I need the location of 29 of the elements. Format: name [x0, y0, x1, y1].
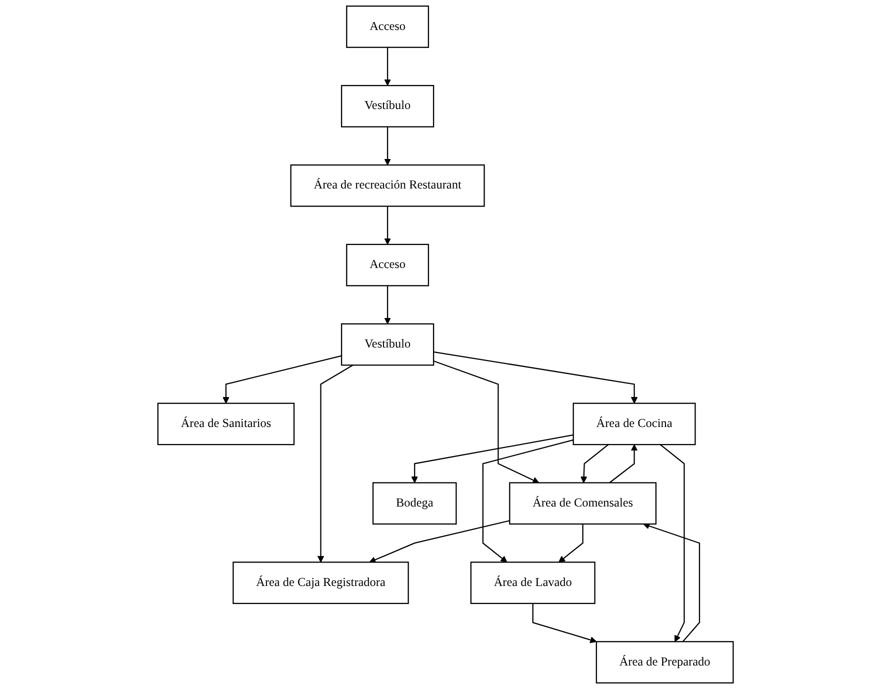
arrow: [318, 364, 354, 562]
arrow: [610, 444, 638, 484]
arrow: [223, 355, 342, 404]
node-box: Área de Sanitarios: [158, 402, 296, 446]
arrow: [532, 603, 598, 644]
arrow: [660, 444, 686, 642]
arrow: [580, 444, 610, 484]
arrow: [384, 206, 392, 245]
arrow: [434, 360, 540, 484]
arrow: [384, 47, 392, 86]
node-box: Bodega: [372, 482, 458, 525]
node-box: Área de recreación Restaurant: [290, 164, 486, 207]
arrow: [384, 126, 392, 166]
node-box: Vestíbulo: [341, 323, 435, 366]
arrow: [384, 286, 392, 324]
node-box: Vestíbulo: [341, 84, 435, 128]
node-box: Acceso: [346, 244, 430, 286]
arrow: [558, 524, 584, 562]
arrow: [412, 434, 574, 484]
arrow: [370, 520, 510, 563]
arrow: [644, 522, 701, 642]
node-box: Área de Caja Registradora: [233, 562, 410, 604]
node-box: Área de Cocina: [573, 402, 696, 446]
node-box: Área de Lavado: [470, 562, 596, 604]
arrow: [434, 351, 638, 404]
arrow: [482, 439, 574, 562]
node-box: Área de Comensales: [510, 482, 657, 525]
node-box: Acceso: [346, 6, 430, 48]
node-box: Área de Preparado: [596, 641, 734, 684]
